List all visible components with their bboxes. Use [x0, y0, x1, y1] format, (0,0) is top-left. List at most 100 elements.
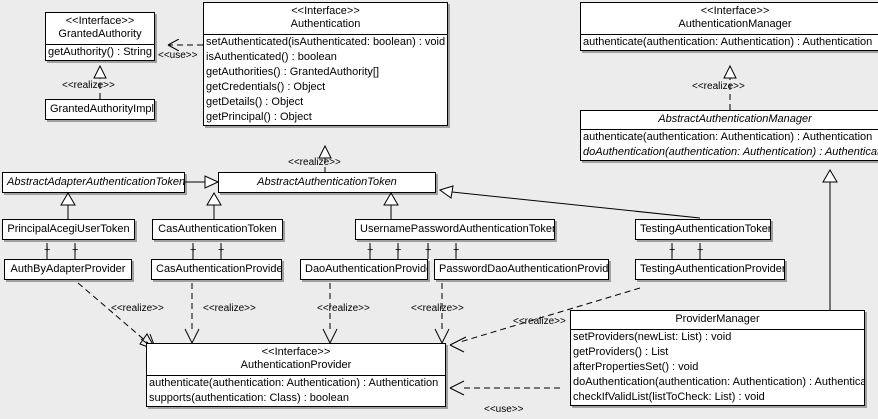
- divider: [147, 375, 445, 376]
- operation: getPrincipal() : Object: [206, 111, 312, 123]
- class-header: CasAuthenticationToken: [153, 220, 282, 239]
- operation: authenticate(authentication: Authenticat…: [149, 377, 439, 389]
- association-marker: +: [190, 244, 197, 256]
- operation: doAuthentication(authentication: Authent…: [583, 146, 878, 158]
- class-authentication[interactable]: <<Interface>> Authentication setAuthenti…: [203, 2, 448, 126]
- class-header: <<Interface>> GrantedAuthority: [46, 13, 154, 44]
- class-granted-authority[interactable]: <<Interface>> GrantedAuthority getAuthor…: [45, 12, 155, 61]
- class-header: TestingAuthenticationProvider: [636, 260, 784, 279]
- association-marker: +: [697, 244, 704, 256]
- class-name: AuthenticationManager: [678, 18, 792, 30]
- class-principal-acegi-user-token[interactable]: PrincipalAcegiUserToken: [2, 219, 135, 240]
- operation: getDetails() : Object: [206, 96, 304, 108]
- class-cas-authentication-token[interactable]: CasAuthenticationToken: [152, 219, 283, 240]
- association-marker: +: [44, 244, 51, 256]
- operation: authenticate(authentication: Authenticat…: [583, 36, 873, 48]
- divider: [581, 129, 878, 130]
- class-authentication-manager[interactable]: <<Interface>> AuthenticationManager auth…: [580, 2, 878, 51]
- class-name: ProviderManager: [675, 313, 760, 325]
- class-name: CasAuthenticationProvider: [156, 263, 282, 275]
- class-provider-manager[interactable]: ProviderManager setProviders(newList: Li…: [570, 310, 865, 406]
- class-auth-by-adapter-provider[interactable]: AuthByAdapterProvider: [4, 259, 132, 280]
- class-header: GrantedAuthorityImpl: [46, 100, 154, 119]
- class-header: <<Interface>> AuthenticationManager: [581, 3, 878, 34]
- operations-compartment: authenticate(authentication: Authenticat…: [147, 376, 445, 406]
- operation: authenticate(authentication: Authenticat…: [583, 131, 873, 143]
- class-header: AbstractAuthenticationToken: [219, 173, 435, 192]
- stereotype-label: <<Interface>>: [291, 5, 360, 17]
- class-header: AuthByAdapterProvider: [5, 260, 131, 279]
- class-header: DaoAuthenticationProvider: [301, 260, 427, 279]
- association-marker: +: [669, 244, 676, 256]
- class-name: TestingAuthenticationProvider: [640, 263, 785, 275]
- operation: isAuthenticated() : boolean: [206, 51, 337, 63]
- operation: getAuthority() : String: [48, 46, 152, 58]
- association-marker: +: [218, 244, 225, 256]
- association-marker: +: [72, 244, 79, 256]
- class-name: PrincipalAcegiUserToken: [7, 223, 130, 235]
- divider: [571, 329, 864, 330]
- class-header: PrincipalAcegiUserToken: [3, 220, 134, 239]
- class-header: PasswordDaoAuthenticationProvider: [435, 260, 608, 279]
- relationship-label-realize-granted-authority-impl: <<realize>>: [62, 80, 115, 91]
- class-header: ProviderManager: [571, 311, 864, 329]
- class-password-dao-authentication-provider[interactable]: PasswordDaoAuthenticationProvider: [434, 259, 609, 280]
- association-marker: +: [453, 244, 460, 256]
- class-name: Authentication: [290, 18, 361, 30]
- stereotype-label: <<Interface>>: [700, 5, 770, 17]
- class-header: <<Interface>> AuthenticationProvider: [147, 344, 445, 375]
- relationship-label-realize-cas-authentication-provider: <<realize>>: [203, 303, 256, 314]
- relationship-label-realize-testing-authentication-provider: <<realize>>: [513, 316, 566, 327]
- stereotype-label: <<Interface>>: [65, 15, 135, 27]
- class-name: TestingAuthenticationToken: [640, 223, 771, 235]
- class-testing-authentication-token[interactable]: TestingAuthenticationToken: [635, 219, 771, 240]
- operation: afterPropertiesSet() : void: [573, 361, 699, 373]
- class-username-password-authentication-token[interactable]: UsernamePasswordAuthenticationToken: [355, 219, 555, 240]
- operations-compartment: getAuthority() : String: [46, 45, 154, 60]
- class-name: AuthenticationProvider: [240, 359, 352, 371]
- class-name: AbstractAuthenticationToken: [257, 176, 397, 188]
- class-header: CasAuthenticationProvider: [152, 260, 281, 279]
- class-name: AbstractAdapterAuthenticationToken: [7, 176, 185, 188]
- operation: setAuthenticated(isAuthenticated: boolea…: [206, 36, 446, 48]
- operation: setProviders(newList: List) : void: [573, 331, 732, 343]
- operation: supports(authentication: Class) : boolea…: [149, 392, 349, 404]
- class-abstract-authentication-token[interactable]: AbstractAuthenticationToken: [218, 172, 436, 193]
- class-name: GrantedAuthorityImpl: [50, 103, 154, 115]
- class-header: AbstractAuthenticationManager: [581, 111, 878, 129]
- class-header: AbstractAdapterAuthenticationToken: [3, 173, 184, 192]
- class-header: UsernamePasswordAuthenticationToken: [356, 220, 554, 239]
- class-name: GrantedAuthority: [58, 28, 142, 40]
- relationship-label-realize-password-dao-authentication-provider: <<realize>>: [411, 303, 464, 314]
- operation: getCredentials() : Object: [206, 81, 326, 93]
- operation: getAuthorities() : GrantedAuthority[]: [206, 66, 380, 78]
- relationship-label-realize-abstract-authentication-manager: <<realize>>: [692, 81, 745, 92]
- operations-compartment: setProviders(newList: List) : void getPr…: [571, 330, 864, 405]
- class-name: AbstractAuthenticationManager: [658, 113, 812, 125]
- operation: checkIfValidList(listToCheck: List) : vo…: [573, 391, 765, 403]
- divider: [581, 34, 878, 35]
- operations-compartment: authenticate(authentication: Authenticat…: [581, 35, 878, 50]
- association-marker: +: [367, 244, 374, 256]
- relationship-label-realize-abstract-authentication-token: <<realize>>: [288, 157, 341, 168]
- operations-compartment: authenticate(authentication: Authenticat…: [581, 130, 878, 160]
- class-name: UsernamePasswordAuthenticationToken: [360, 223, 555, 235]
- association-marker: +: [425, 244, 432, 256]
- class-cas-authentication-provider[interactable]: CasAuthenticationProvider: [151, 259, 282, 280]
- class-header: <<Interface>> Authentication: [204, 3, 447, 34]
- class-abstract-adapter-authentication-token[interactable]: AbstractAdapterAuthenticationToken: [2, 172, 185, 193]
- operation: doAuthentication(authentication: Authent…: [573, 376, 865, 388]
- class-dao-authentication-provider[interactable]: DaoAuthenticationProvider: [300, 259, 428, 280]
- stereotype-label: <<Interface>>: [261, 346, 331, 358]
- class-granted-authority-impl[interactable]: GrantedAuthorityImpl: [45, 99, 155, 120]
- class-name: CasAuthenticationToken: [158, 223, 277, 235]
- class-authentication-provider[interactable]: <<Interface>> AuthenticationProvider aut…: [146, 343, 446, 407]
- relationship-label-use-provider-manager: <<use>>: [484, 404, 524, 415]
- operations-compartment: setAuthenticated(isAuthenticated: boolea…: [204, 35, 447, 125]
- relationship-label-realize-auth-by-adapter-provider: <<realize>>: [111, 303, 164, 314]
- class-testing-authentication-provider[interactable]: TestingAuthenticationProvider: [635, 259, 785, 280]
- class-abstract-authentication-manager[interactable]: AbstractAuthenticationManager authentica…: [580, 110, 878, 161]
- relationship-label-use-granted-authority: <<use>>: [158, 50, 198, 61]
